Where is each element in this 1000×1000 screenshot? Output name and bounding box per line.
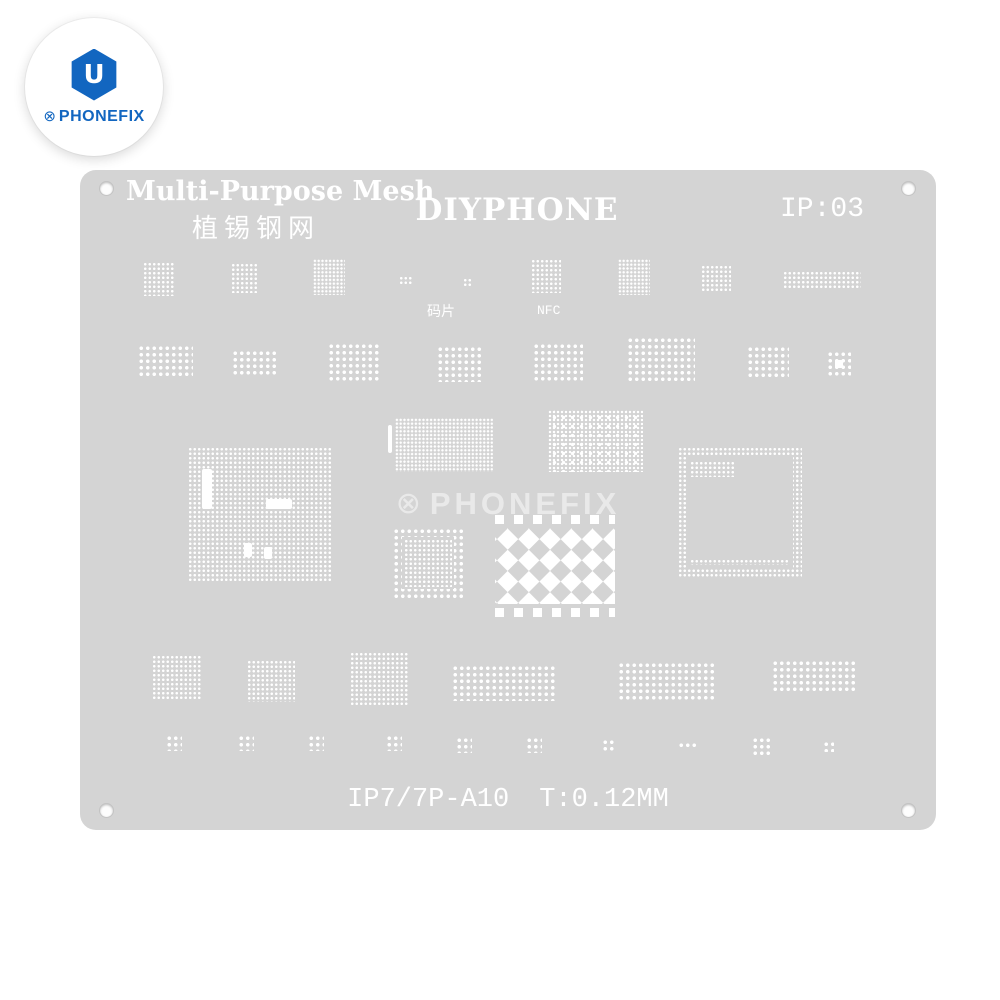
mount-hole	[902, 804, 915, 817]
stencil-pad	[627, 337, 695, 383]
stencil-slot	[835, 360, 843, 368]
brand-name: PHONEFIX	[58, 107, 145, 125]
stencil-pad	[531, 259, 561, 293]
stencil-pad	[618, 259, 650, 295]
label-chip: 码片	[427, 303, 455, 319]
brand-name-row: ⊗ PHONEFIX	[43, 108, 144, 126]
plate-title-cn: 植锡钢网	[192, 213, 321, 243]
stencil-pad-outline	[678, 447, 802, 577]
stencil-pad	[783, 271, 861, 289]
stencil-slot	[244, 543, 252, 557]
stencil-slot	[388, 425, 392, 453]
stencil-pad	[827, 351, 851, 377]
phonefix-logo-icon: U	[71, 48, 117, 101]
stencil-pad	[456, 737, 472, 753]
stencil-pad	[166, 735, 182, 751]
stencil-slot	[202, 469, 212, 509]
square-row	[495, 515, 615, 524]
stencil-pad	[399, 276, 413, 285]
mount-hole	[902, 182, 915, 195]
stencil-pad	[232, 350, 278, 376]
stencil-plate: Multi-Purpose Mesh 植锡钢网 DIYPHONE IP:03 码…	[80, 170, 936, 830]
stencil-pad	[452, 665, 556, 701]
stencil-pad	[238, 735, 254, 751]
label-nfc: NFC	[537, 303, 561, 318]
stencil-pad	[548, 410, 643, 472]
plate-title-en: Multi-Purpose Mesh	[126, 176, 435, 207]
stencil-pad	[247, 660, 295, 702]
stencil-pad-bga	[393, 528, 463, 598]
stencil-pad	[152, 655, 202, 701]
stencil-pad	[404, 539, 452, 587]
stencil-pad	[701, 265, 731, 291]
phonefix-logo-badge: U ⊗ PHONEFIX	[25, 18, 163, 156]
stencil-pad	[678, 742, 698, 750]
stencil-pad	[690, 559, 788, 565]
stencil-pad	[690, 461, 736, 477]
stencil-pad	[138, 345, 193, 377]
square-row	[495, 608, 615, 617]
stencil-pad	[395, 418, 493, 472]
stencil-pad	[752, 737, 772, 755]
stencil-pad	[328, 343, 380, 381]
mount-hole	[100, 182, 113, 195]
stencil-pad	[350, 652, 408, 706]
circled-x-icon: ⊗	[43, 108, 56, 125]
stencil-pad	[618, 662, 716, 700]
stencil-pad	[313, 259, 345, 295]
stencil-pad	[143, 262, 175, 296]
stencil-pad	[772, 660, 856, 694]
stencil-slot	[264, 547, 272, 559]
watermark-circled-x-icon: ⊗	[395, 487, 421, 520]
stencil-pad	[533, 343, 583, 381]
logo-glyph: U	[83, 59, 105, 90]
diamond-lattice	[495, 528, 615, 604]
stencil-pad	[437, 346, 481, 382]
stencil-pad	[526, 737, 542, 753]
stencil-pad	[231, 263, 259, 293]
stencil-pad	[386, 735, 402, 751]
plate-code: IP:03	[779, 194, 865, 225]
stencil-pad-large-cpu	[188, 447, 332, 583]
stencil-pad	[308, 735, 324, 751]
plate-footer: IP7/7P-A10 T:0.12MM	[347, 785, 669, 815]
footer-thickness: T:0.12MM	[539, 785, 669, 815]
plate-brand: DIYPHONE	[415, 192, 619, 228]
footer-model: IP7/7P-A10	[347, 785, 510, 815]
stencil-pad	[823, 741, 834, 752]
stencil-slot	[266, 499, 292, 509]
stencil-pad	[602, 739, 616, 753]
mount-hole	[100, 804, 113, 817]
stencil-pad	[463, 278, 471, 286]
stencil-pad-diamond-group	[495, 515, 615, 617]
stencil-pad	[747, 346, 789, 380]
